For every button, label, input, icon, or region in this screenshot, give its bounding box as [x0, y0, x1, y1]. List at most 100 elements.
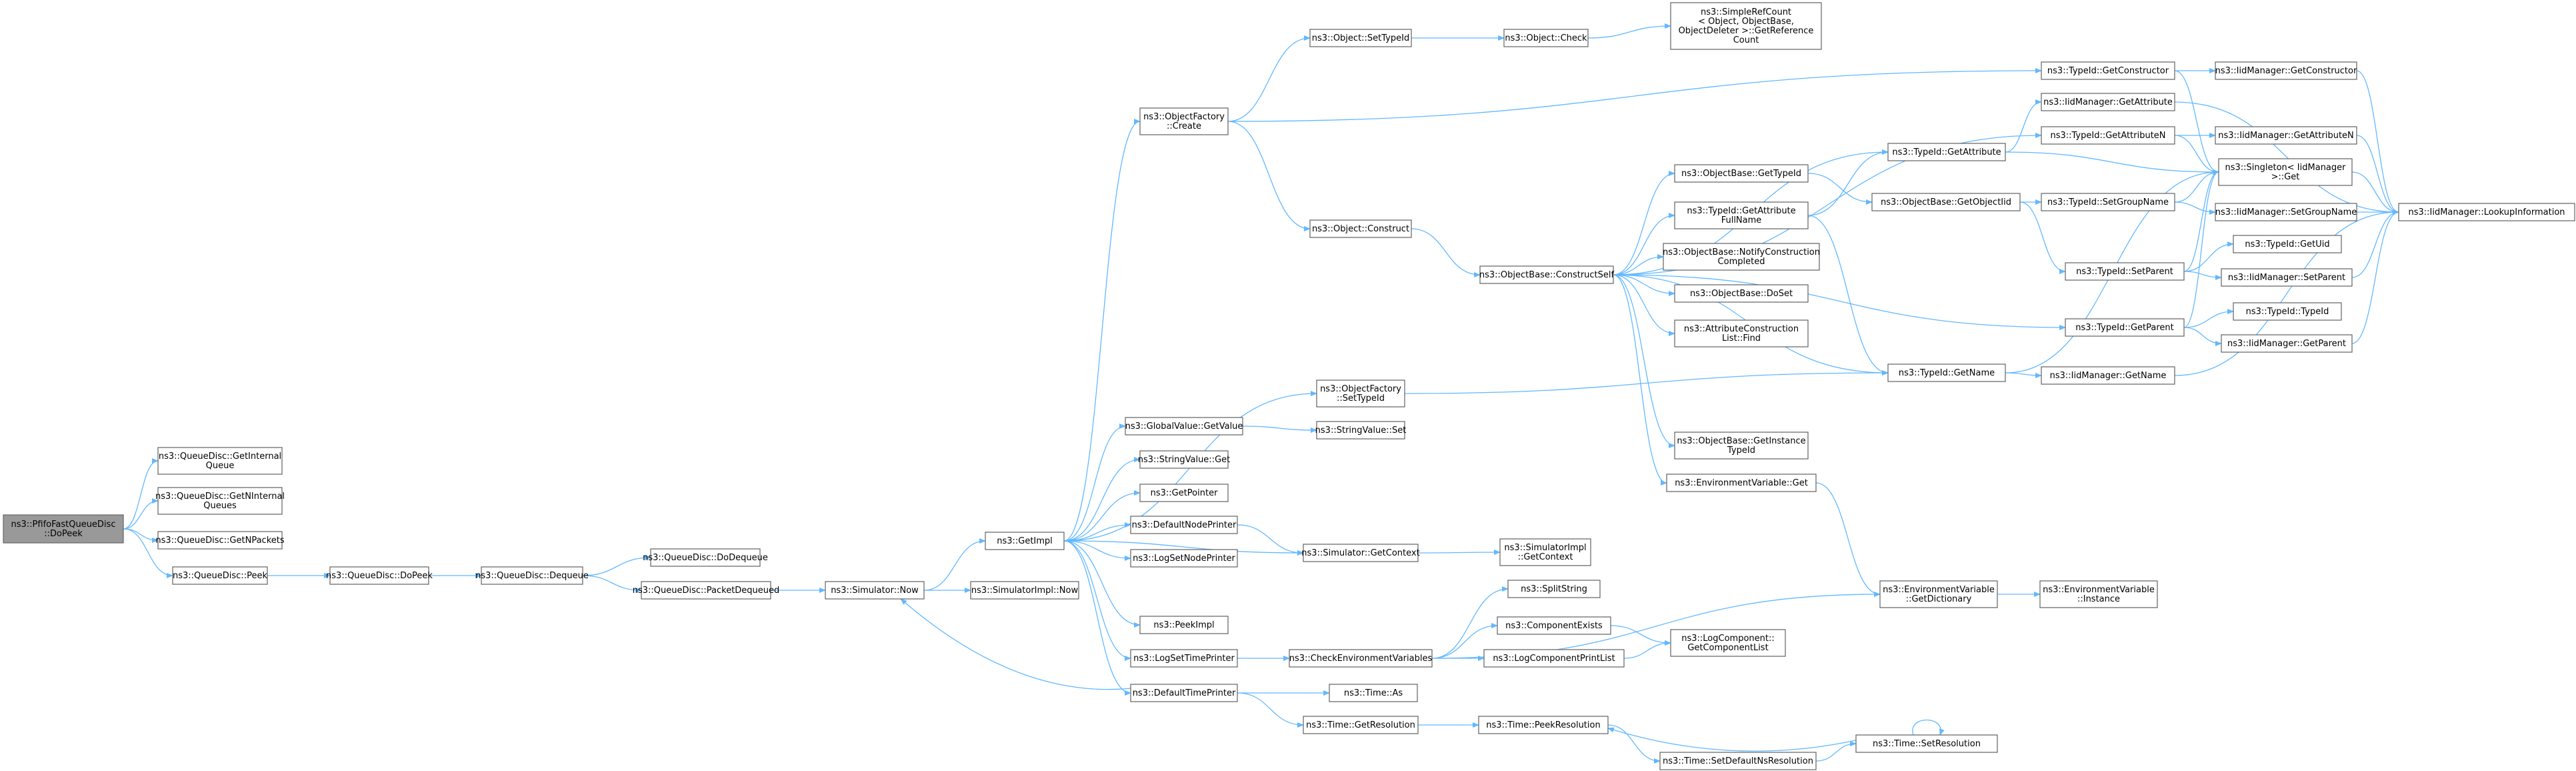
node-label: ns3::GlobalValue::GetValue	[1125, 422, 1243, 432]
node-defaulttimeprinter[interactable]: ns3::DefaultTimePrinter	[1130, 684, 1238, 702]
node-box	[2221, 334, 2353, 353]
node-logcomp-getcomplist[interactable]: ns3::LogComponent::GetComponentList	[1670, 629, 1786, 657]
node-qd-getnpackets[interactable]: ns3::QueueDisc::GetNPackets	[155, 531, 285, 550]
node-singleton-get[interactable]: ns3::Singleton< IidManager>::Get	[2218, 158, 2353, 186]
node-splitstring[interactable]: ns3::SplitString	[1507, 580, 1601, 598]
node-defaultnodeprinter[interactable]: ns3::DefaultNodePrinter	[1130, 516, 1238, 534]
node-sim-now[interactable]: ns3::Simulator::Now	[825, 581, 925, 600]
node-envvar-getdict[interactable]: ns3::EnvironmentVariable::GetDictionary	[1879, 580, 1998, 608]
node-iidm-getattributen[interactable]: ns3::IidManager::GetAttributeN	[2215, 126, 2357, 145]
node-sv-get[interactable]: ns3::StringValue::Get	[1138, 450, 1230, 469]
node-time-peekresolution[interactable]: ns3::Time::PeekResolution	[1478, 716, 1609, 734]
node-box	[1479, 265, 1614, 284]
node-tid-getattribute[interactable]: ns3::TypeId::GetAttribute	[1887, 143, 2006, 161]
node-ob-constructself[interactable]: ns3::ObjectBase::ConstructSelf	[1479, 265, 1615, 284]
node-label: ns3::GetPointer	[1151, 488, 1218, 498]
node-getimpl[interactable]: ns3::GetImpl	[985, 532, 1065, 550]
node-label: ns3::TypeId::GetUid	[2245, 239, 2329, 249]
edge-tid-setparent-to-singleton-get	[2183, 169, 2219, 272]
node-iidm-lookupinfo[interactable]: ns3::IidManager::LookupInformation	[2398, 203, 2575, 221]
node-simimpl-getcontext[interactable]: ns3::SimulatorImpl::GetContext	[1499, 538, 1591, 566]
node-qd-dequeue[interactable]: ns3::QueueDisc::Dequeue	[475, 566, 589, 585]
node-componentexists[interactable]: ns3::ComponentExists	[1497, 616, 1611, 635]
node-iidm-getname[interactable]: ns3::IidManager::GetName	[2041, 366, 2175, 385]
node-envvar-get[interactable]: ns3::EnvironmentVariable::Get	[1666, 474, 1817, 492]
node-ob-getobjectiid[interactable]: ns3::ObjectBase::GetObjectIid	[1871, 193, 2021, 211]
node-time-getresolution[interactable]: ns3::Time::GetResolution	[1303, 716, 1419, 734]
node-sim-getcontext[interactable]: ns3::Simulator::GetContext	[1301, 544, 1420, 562]
edge-tid-getattrfullname-to-tid-getname	[1807, 215, 1889, 375]
node-tid-getname[interactable]: ns3::TypeId::GetName	[1887, 363, 2006, 382]
node-envvar-instance[interactable]: ns3::EnvironmentVariable::Instance	[2039, 580, 2158, 608]
node-logsetnodeprinter[interactable]: ns3::LogSetNodePrinter	[1130, 549, 1238, 568]
node-simplerefcount[interactable]: ns3::SimpleRefCount< Object, ObjectBase,…	[1670, 2, 1822, 50]
node-label: ns3::IidManager::LookupInformation	[2408, 207, 2565, 217]
edge-iidm-setparent-to-iidm-lookupinfo	[2351, 209, 2399, 278]
node-tid-setparent[interactable]: ns3::TypeId::SetParent	[2065, 262, 2185, 281]
node-box	[157, 531, 283, 550]
edge-line	[1613, 274, 1675, 336]
node-iidm-getattribute[interactable]: ns3::IidManager::GetAttribute	[2041, 93, 2175, 111]
node-simimpl-now[interactable]: ns3::SimulatorImpl::Now	[970, 581, 1079, 600]
node-qd-peek[interactable]: ns3::QueueDisc::Peek	[172, 566, 268, 585]
node-label: ns3::SplitString	[1521, 584, 1587, 594]
node-qd-packetdequeued[interactable]: ns3::QueueDisc::PacketDequeued	[633, 581, 780, 600]
node-qd-dodequeue[interactable]: ns3::QueueDisc::DoDequeue	[643, 548, 768, 567]
node-time-setresolution[interactable]: ns3::Time::SetResolution	[1855, 734, 1998, 753]
edge-line	[1063, 540, 1131, 561]
node-obj-settypeid[interactable]: ns3::Object::SetTypeId	[1309, 29, 1412, 47]
edge-tid-setparent-to-tid-getuid	[2183, 241, 2234, 272]
node-label: List::Find	[1722, 333, 1761, 343]
node-logsettimeprinter[interactable]: ns3::LogSetTimePrinter	[1130, 649, 1238, 668]
node-box	[1130, 684, 1238, 702]
node-tid-getconstructor[interactable]: ns3::TypeId::GetConstructor	[2041, 61, 2175, 80]
node-ob-notifyconstruction[interactable]: ns3::ObjectBase::NotifyConstructionCompl…	[1663, 243, 1820, 271]
edge-envvar-get-to-envvar-getdict	[1815, 482, 1881, 597]
node-tid-getattributen[interactable]: ns3::TypeId::GetAttributeN	[2041, 126, 2175, 145]
node-logcomponentprintlist[interactable]: ns3::LogComponentPrintList	[1483, 649, 1625, 668]
node-root[interactable]: ns3::PfifoFastQueueDisc::DoPeek	[3, 514, 124, 544]
node-box	[1139, 616, 1229, 634]
edge-time-peekresolution-to-time-setdefaultnsres	[1607, 724, 1661, 764]
node-ob-gettypeid[interactable]: ns3::ObjectBase::GetTypeId	[1674, 164, 1809, 183]
node-tid-getparent[interactable]: ns3::TypeId::GetParent	[2065, 318, 2185, 337]
node-iidm-setgroupname[interactable]: ns3::IidManager::SetGroupName	[2215, 203, 2357, 221]
node-iidm-setparent[interactable]: ns3::IidManager::SetParent	[2221, 268, 2353, 287]
edge-tid-getattributen-to-singleton-get	[2174, 135, 2219, 175]
edge-tid-setgroupname-to-singleton-get	[2174, 169, 2219, 203]
node-ob-doset[interactable]: ns3::ObjectBase::DoSet	[1674, 284, 1809, 303]
node-tid-getuid[interactable]: ns3::TypeId::GetUid	[2233, 235, 2342, 253]
edge-line	[1607, 724, 1661, 764]
node-box	[2221, 268, 2353, 287]
node-checkenvvars[interactable]: ns3::CheckEnvironmentVariables	[1289, 649, 1433, 668]
node-getpointer[interactable]: ns3::GetPointer	[1139, 484, 1229, 502]
node-peekimpl[interactable]: ns3::PeekImpl	[1139, 616, 1229, 634]
node-time-as[interactable]: ns3::Time::As	[1329, 684, 1418, 702]
node-iidm-getconstructor[interactable]: ns3::IidManager::GetConstructor	[2215, 61, 2357, 80]
edge-qd-dequeue-to-qd-packetdequeued	[582, 575, 642, 593]
edge-singleton-get-to-iidm-lookupinfo	[2351, 171, 2399, 215]
node-obj-construct[interactable]: ns3::Object::Construct	[1309, 219, 1412, 238]
node-of-create[interactable]: ns3::ObjectFactory::Create	[1139, 107, 1229, 135]
node-qd-dopeek[interactable]: ns3::QueueDisc::DoPeek	[326, 566, 433, 585]
node-gv-getvalue[interactable]: ns3::GlobalValue::GetValue	[1125, 417, 1243, 436]
edge-line	[2174, 169, 2219, 203]
node-label: ::SetTypeId	[1337, 394, 1385, 404]
edge-obj-construct-to-ob-constructself	[1411, 228, 1481, 277]
node-sv-set[interactable]: ns3::StringValue::Set	[1315, 421, 1407, 440]
node-of-settypeid[interactable]: ns3::ObjectFactory::SetTypeId	[1316, 379, 1405, 408]
node-label: ::GetContext	[1518, 552, 1573, 562]
node-iidm-getparent[interactable]: ns3::IidManager::GetParent	[2221, 334, 2353, 353]
node-tid-typeid[interactable]: ns3::TypeId::TypeId	[2233, 302, 2342, 321]
node-label: ns3::Time::PeekResolution	[1486, 720, 1600, 730]
node-time-setdefaultnsres[interactable]: ns3::Time::SetDefaultNsResolution	[1659, 752, 1817, 770]
node-obj-check[interactable]: ns3::Object::Check	[1503, 29, 1589, 47]
node-tid-setgroupname[interactable]: ns3::TypeId::SetGroupName	[2041, 193, 2175, 211]
edge-line	[1404, 370, 1889, 394]
